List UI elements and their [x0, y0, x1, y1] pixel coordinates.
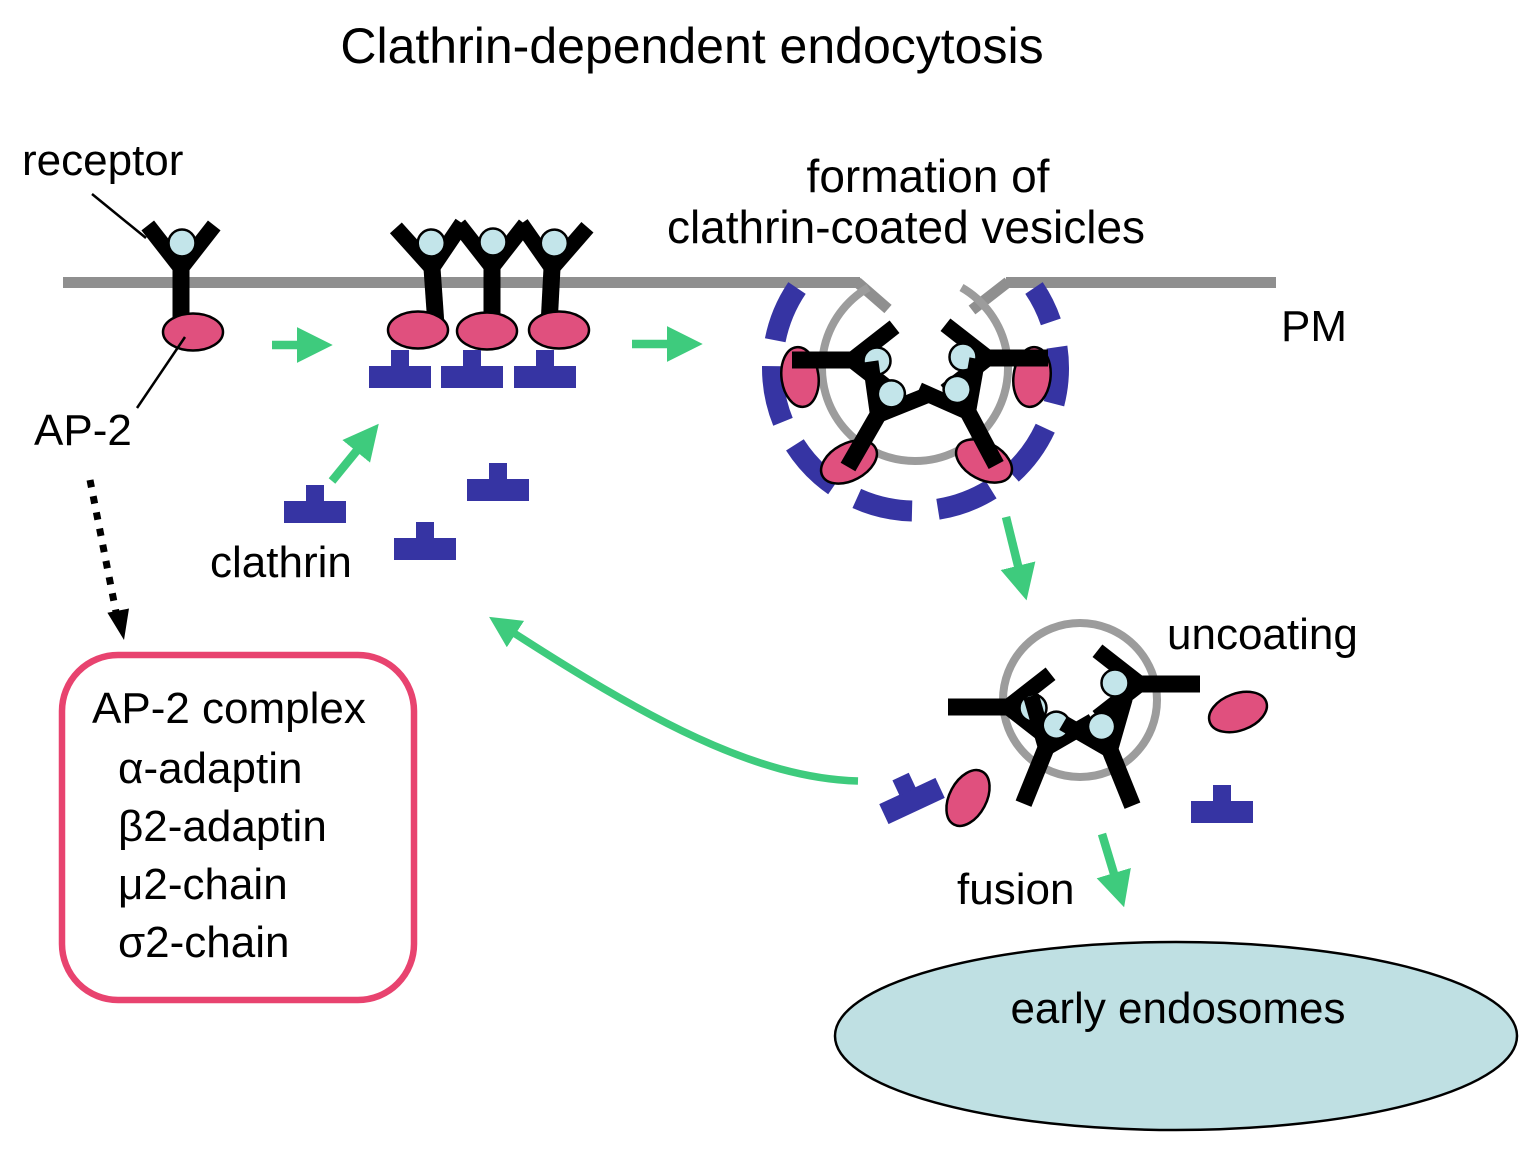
ap2-subunit-alpha: α-adaptin — [118, 744, 302, 793]
diagram-title: Clathrin-dependent endocytosis — [340, 18, 1043, 74]
label-clathrin: clathrin — [210, 538, 352, 587]
pit-membrane-circle — [818, 284, 1012, 465]
membrane-neck-right — [968, 277, 1012, 315]
clathrin-icon — [441, 350, 503, 388]
clathrin-icon — [467, 463, 529, 501]
label-ap2: AP-2 — [34, 406, 132, 455]
plasma-membrane — [63, 277, 1276, 315]
ap2-adaptor-icon — [936, 761, 1000, 835]
clathrin-icon — [394, 522, 456, 560]
membrane-right-segment — [1006, 277, 1276, 288]
clathrin-icon — [1191, 785, 1253, 823]
ap2-adaptor-icon — [386, 310, 450, 350]
label-formation-line1: formation of — [807, 150, 1050, 202]
clathrin-icon — [514, 350, 576, 388]
arrow-fusion — [1096, 832, 1131, 908]
stage-coated-pit-assembly — [369, 216, 596, 388]
label-fusion: fusion — [957, 865, 1074, 914]
clathrin-coat-icon — [762, 282, 1069, 522]
clathrin-icon — [369, 350, 431, 388]
ap2-subunit-sigma: σ2-chain — [118, 918, 289, 967]
clathrin-icon — [284, 485, 346, 523]
label-pm: PM — [1281, 302, 1347, 351]
label-receptor: receptor — [22, 136, 183, 185]
receptor-icon — [140, 219, 222, 330]
label-formation-line2: clathrin-coated vesicles — [667, 201, 1145, 253]
ap2-pointer-line — [135, 336, 187, 409]
early-endosome: early endosomes — [833, 940, 1519, 1132]
membrane-left-segment — [63, 277, 860, 288]
ap2-dotted-arrow — [86, 479, 129, 640]
ap2-adaptor-icon — [1202, 683, 1274, 741]
ap2-adaptor-icon — [527, 310, 591, 350]
ap2-subunit-beta: β2-adaptin — [118, 802, 327, 851]
ap2-complex-box: AP-2 complex α-adaptin β2-adaptin μ2-cha… — [58, 651, 418, 1004]
ap2-box-title: AP-2 complex — [92, 684, 366, 733]
clathrin-coated-pit — [762, 282, 1069, 522]
ap2-box-outline — [58, 651, 418, 1004]
membrane-neck-left — [853, 277, 892, 314]
label-early-endosomes: early endosomes — [1010, 984, 1345, 1033]
clathrin-icon — [872, 763, 945, 825]
endosome-shape — [833, 940, 1519, 1132]
label-uncoating: uncoating — [1167, 610, 1358, 659]
ap2-adaptor-icon — [455, 311, 519, 351]
arrow-clathrin-recruitment — [328, 423, 379, 484]
released-components — [872, 683, 1274, 835]
arrow-scission — [1000, 515, 1036, 601]
uncoating-vesicle — [946, 619, 1202, 822]
arrow-clathrin-recycling — [489, 616, 859, 785]
ap2-adaptor-icon — [161, 312, 225, 352]
ap2-subunit-mu: μ2-chain — [118, 860, 288, 909]
receptor-pointer-line — [91, 193, 147, 239]
